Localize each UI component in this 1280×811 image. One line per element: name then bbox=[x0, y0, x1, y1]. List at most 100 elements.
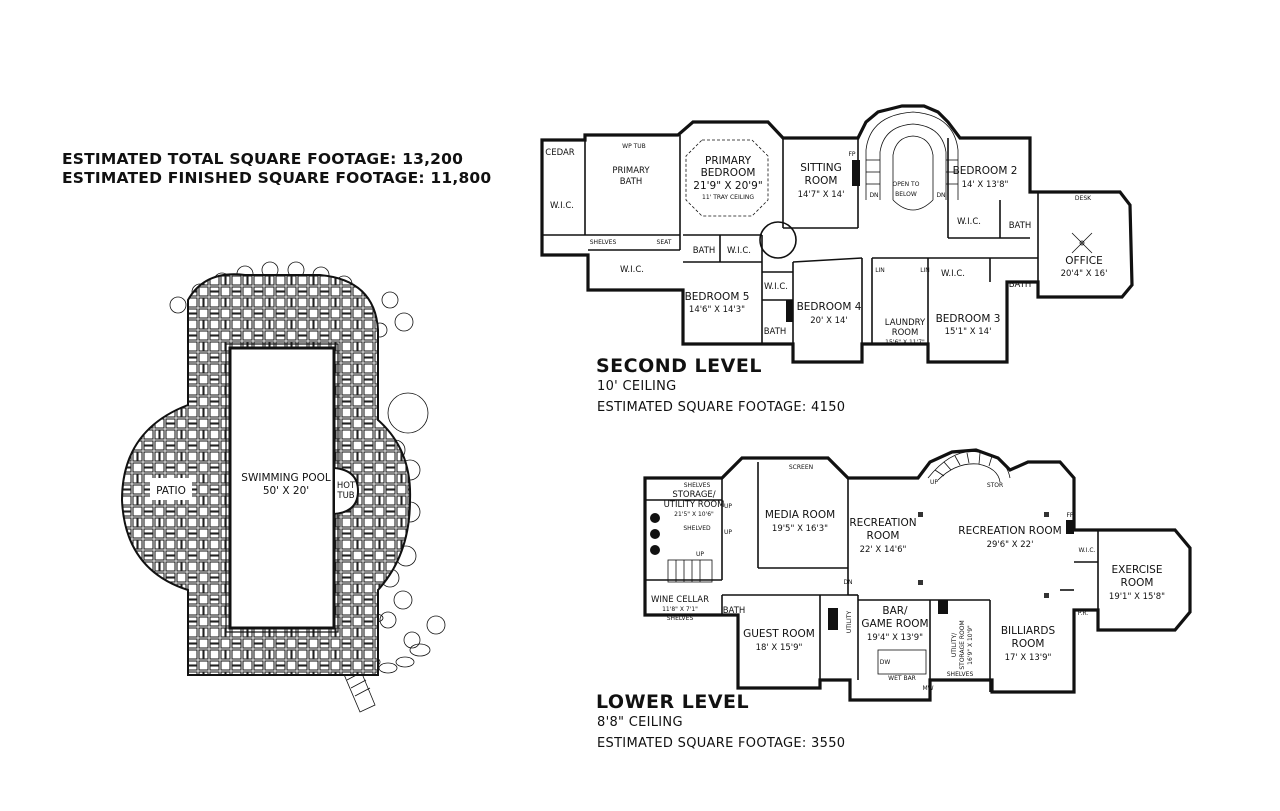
office-dimensions: 20'4" X 16' bbox=[1061, 269, 1108, 279]
sitting-room-dimensions: 14'7" X 14' bbox=[798, 190, 845, 200]
lower-level-plan: SHELVES STORAGE/ UTILITY ROOM 21'5" X 10… bbox=[643, 448, 1192, 702]
utility-storage-dimensions: 16'9" X 10'9" bbox=[967, 625, 974, 665]
lower-level-title: LOWER LEVEL bbox=[596, 691, 750, 713]
seat-label: SEAT bbox=[657, 239, 672, 246]
total-square-footage: ESTIMATED TOTAL SQUARE FOOTAGE: 13,200 bbox=[62, 150, 464, 168]
guest-room-dimensions: 18' X 15'9" bbox=[756, 643, 803, 653]
laundry-room-dimensions: 15'6" X 11'7" bbox=[885, 339, 925, 346]
desk-label: DESK bbox=[1075, 195, 1092, 202]
stair-down-label-2: DN bbox=[936, 192, 945, 199]
pool-label: SWIMMING POOL bbox=[241, 472, 331, 484]
bedroom-4-dimensions: 20' X 14' bbox=[810, 316, 848, 326]
bedroom-4-label: BEDROOM 4 bbox=[797, 301, 862, 313]
bedroom-2-label: BEDROOM 2 bbox=[953, 165, 1018, 177]
storage-shelves-label: SHELVES bbox=[684, 482, 711, 489]
stair-storage-label: STOR bbox=[987, 482, 1003, 489]
storage-stairs bbox=[667, 559, 713, 583]
primary-bedroom-label-2: BEDROOM bbox=[701, 167, 756, 179]
bedroom-3-label: BEDROOM 3 bbox=[936, 313, 1001, 325]
lower-level-staircase bbox=[927, 451, 1011, 483]
laundry-room-label: LAUNDRY bbox=[885, 318, 926, 328]
storage-room-label-2: UTILITY ROOM bbox=[664, 500, 725, 510]
wic-label-2: W.I.C. bbox=[620, 265, 644, 275]
sitting-room-label-2: ROOM bbox=[805, 175, 838, 187]
bedroom-4-wic-label: W.I.C. bbox=[764, 282, 788, 292]
patio-label: PATIO bbox=[156, 485, 186, 497]
guest-room-label: GUEST ROOM bbox=[743, 628, 815, 640]
storage-room-label: STORAGE/ bbox=[672, 490, 715, 500]
shelves-label: SHELVES bbox=[590, 239, 617, 246]
bedroom-2-bath-label: BATH bbox=[1009, 221, 1032, 231]
stair-down-label: DN bbox=[869, 192, 878, 199]
bedroom-5-dimensions: 14'6" X 14'3" bbox=[689, 305, 745, 315]
bar-game-room-dimensions: 19'4" X 13'9" bbox=[867, 633, 923, 643]
up-label-3: UP bbox=[696, 551, 704, 558]
primary-bedroom-dimensions: 21'9" X 20'9" bbox=[693, 180, 762, 192]
bedroom-3-dimensions: 15'1" X 14' bbox=[945, 327, 992, 337]
primary-bath-label: PRIMARY bbox=[612, 166, 650, 176]
primary-bedroom-label: PRIMARY bbox=[705, 155, 752, 167]
sitting-room-label: SITTING bbox=[800, 162, 842, 174]
microwave-label: MW bbox=[922, 685, 933, 692]
media-room-label: MEDIA ROOM bbox=[765, 509, 835, 521]
bedroom-5-bath-label: BATH bbox=[693, 246, 716, 256]
exercise-room-label-2: ROOM bbox=[1121, 577, 1154, 589]
bedroom-3-wic-label: W.I.C. bbox=[941, 269, 965, 279]
wine-cellar-label: WINE CELLAR bbox=[651, 595, 709, 605]
recreation-room-2-dimensions: 29'6" X 22' bbox=[987, 540, 1034, 550]
billiards-room-dimensions: 17' X 13'9" bbox=[1005, 653, 1052, 663]
exercise-room-label: EXERCISE bbox=[1112, 564, 1163, 576]
wine-shelves-label: SHELVES bbox=[667, 615, 694, 622]
bedroom-5-wic-label: W.I.C. bbox=[727, 246, 751, 256]
linen-closet-label-2: LIN bbox=[920, 267, 930, 274]
hot-tub-label-2: TUB bbox=[336, 491, 354, 501]
linen-closet-label-1: LIN bbox=[875, 267, 885, 274]
open-to-below-label: OPEN TO bbox=[893, 181, 920, 188]
bedroom-3-bath-label: BATH bbox=[1009, 280, 1032, 290]
exercise-room-dimensions: 19'1" X 15'8" bbox=[1109, 592, 1165, 602]
recreation-room-dimensions: 22' X 14'6" bbox=[860, 545, 907, 555]
primary-bedroom-ceiling: 11' TRAY CEILING bbox=[702, 194, 754, 201]
main-stair-up-label: UP bbox=[930, 479, 938, 486]
bar-game-room-label-2: GAME ROOM bbox=[861, 618, 928, 630]
pool-exterior-plan: SWIMMING POOL 50' X 20' HOT TUB PATIO bbox=[120, 261, 446, 713]
open-to-below-label-2: BELOW bbox=[895, 191, 917, 198]
powder-room-label: P.R. bbox=[1078, 610, 1089, 617]
lower-level-outer-wall bbox=[643, 448, 1192, 702]
wic-label-3: W.I.C. bbox=[957, 217, 981, 227]
wine-cellar-dimensions: 11'8" X 7'1" bbox=[662, 606, 698, 613]
media-room-dimensions: 19'5" X 16'3" bbox=[772, 524, 828, 534]
lower-stair-down-label: DN bbox=[843, 579, 852, 586]
screen-label: SCREEN bbox=[789, 464, 813, 471]
recreation-room-label: RECREATION bbox=[849, 517, 916, 529]
lower-level-ceiling: 8'8" CEILING bbox=[597, 715, 683, 730]
swimming-pool bbox=[228, 346, 336, 630]
wet-bar-label: WET BAR bbox=[888, 675, 916, 682]
second-level-sqft: ESTIMATED SQUARE FOOTAGE: 4150 bbox=[597, 400, 846, 415]
recreation-room-2-label: RECREATION ROOM bbox=[958, 525, 1061, 537]
finished-square-footage: ESTIMATED FINISHED SQUARE FOOTAGE: 11,80… bbox=[62, 169, 492, 187]
bar-game-room-label: BAR/ bbox=[882, 605, 908, 617]
lower-bath-label: BATH bbox=[723, 606, 746, 616]
shelved-label: SHELVED bbox=[683, 525, 711, 532]
bedroom-5-label: BEDROOM 5 bbox=[685, 291, 750, 303]
dishwasher-label: DW bbox=[880, 659, 891, 666]
storage-room-dimensions: 21'5" X 10'6" bbox=[674, 511, 714, 518]
up-label-1: UP bbox=[724, 503, 732, 510]
square-footage-summary: ESTIMATED TOTAL SQUARE FOOTAGE: 13,200 E… bbox=[62, 150, 491, 188]
hot-tub bbox=[333, 466, 360, 516]
office-label: OFFICE bbox=[1065, 255, 1102, 267]
bedroom-2-dimensions: 14' X 13'8" bbox=[962, 180, 1009, 190]
lower-fireplace-label: FP bbox=[1066, 512, 1073, 519]
ceiling-fan-icon bbox=[1071, 232, 1093, 254]
second-level-title: SECOND LEVEL bbox=[596, 355, 762, 377]
utility-label: UTILITY bbox=[846, 611, 853, 634]
cedar-closet-label: CEDAR bbox=[545, 148, 575, 158]
second-level-staircase bbox=[865, 111, 959, 211]
recreation-room-label-2: ROOM bbox=[867, 530, 900, 542]
billiards-room-label: BILLIARDS bbox=[1001, 625, 1056, 637]
utility-shelves-label: SHELVES bbox=[947, 671, 974, 678]
wp-tub-label: WP TUB bbox=[622, 143, 646, 150]
billiards-room-label-2: ROOM bbox=[1012, 638, 1045, 650]
